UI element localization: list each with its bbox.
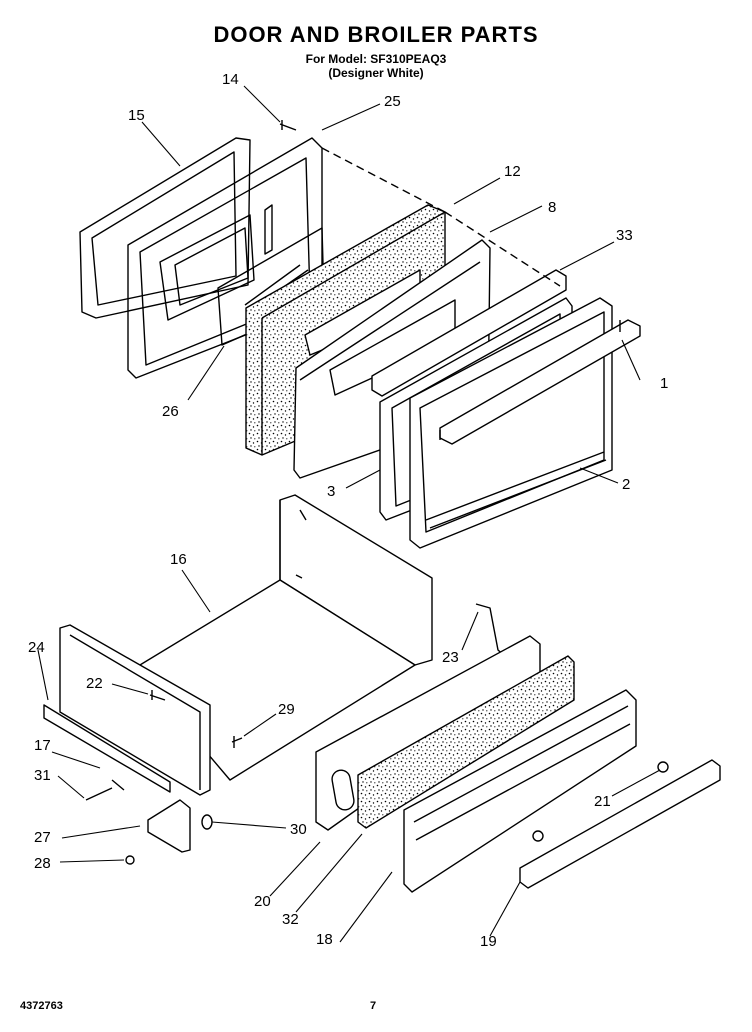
part-33-strip bbox=[371, 269, 567, 397]
callout-17: 17 bbox=[34, 737, 51, 754]
part-14-screw bbox=[279, 120, 297, 131]
callout-8: 8 bbox=[548, 199, 556, 216]
callout-12: 12 bbox=[504, 163, 521, 180]
part-21-bumper-b bbox=[532, 830, 544, 842]
part-31-screw bbox=[85, 779, 125, 801]
leader-16 bbox=[181, 569, 211, 613]
leader-12 bbox=[453, 177, 501, 205]
leader-15 bbox=[141, 121, 181, 167]
leader-29 bbox=[243, 713, 277, 737]
part-17-rail bbox=[43, 704, 171, 793]
leader-17 bbox=[51, 751, 101, 769]
model-line: For Model: SF310PEAQ3 bbox=[305, 52, 447, 66]
leader-1 bbox=[621, 339, 641, 381]
leader-18 bbox=[339, 871, 393, 943]
leader-23 bbox=[461, 611, 479, 651]
callout-20: 20 bbox=[254, 893, 271, 910]
leader-2 bbox=[579, 467, 619, 484]
callout-19: 19 bbox=[480, 933, 497, 950]
callout-31: 31 bbox=[34, 767, 51, 784]
callout-21: 21 bbox=[594, 793, 611, 810]
part-18-front-panel bbox=[403, 689, 637, 893]
callout-3: 3 bbox=[327, 483, 335, 500]
leader-33 bbox=[559, 241, 615, 271]
part-1-handle bbox=[439, 319, 641, 445]
leader-25 bbox=[321, 103, 381, 131]
callout-14: 14 bbox=[222, 71, 239, 88]
leader-31 bbox=[57, 775, 85, 799]
diagram-title: DOOR AND BROILER PARTS bbox=[213, 22, 539, 47]
part-22-screw bbox=[149, 690, 166, 701]
callout-25: 25 bbox=[384, 93, 401, 110]
leader-22 bbox=[111, 683, 149, 695]
page-number: 7 bbox=[370, 1000, 377, 1012]
part-30-spacer bbox=[201, 814, 213, 830]
leader-20 bbox=[269, 841, 321, 897]
part-15-gasket bbox=[79, 137, 251, 319]
callout-18: 18 bbox=[316, 931, 333, 948]
callout-26: 26 bbox=[162, 403, 179, 420]
callout-28: 28 bbox=[34, 855, 51, 872]
part-29-screw bbox=[231, 736, 243, 748]
part-21-bumper-a bbox=[657, 761, 669, 773]
leader-24 bbox=[37, 649, 49, 701]
callout-33: 33 bbox=[616, 227, 633, 244]
leader-26 bbox=[187, 345, 225, 401]
callout-16: 16 bbox=[170, 551, 187, 568]
part-32-insulation bbox=[357, 655, 575, 829]
leader-19 bbox=[489, 881, 521, 937]
leader-21 bbox=[611, 769, 661, 797]
callout-1: 1 bbox=[660, 375, 668, 392]
color-line: (Designer White) bbox=[328, 66, 424, 80]
leader-28 bbox=[59, 859, 125, 863]
callout-27: 27 bbox=[34, 829, 51, 846]
callout-23: 23 bbox=[442, 649, 459, 666]
callout-32: 32 bbox=[282, 911, 299, 928]
callout-29: 29 bbox=[278, 701, 295, 718]
leader-3 bbox=[345, 469, 381, 489]
callout-30: 30 bbox=[290, 821, 307, 838]
leader-14 bbox=[243, 85, 281, 123]
callout-15: 15 bbox=[128, 107, 145, 124]
callout-2: 2 bbox=[622, 476, 630, 493]
part-28-washer bbox=[125, 855, 135, 865]
leader-30 bbox=[211, 821, 287, 829]
document-id: 4372763 bbox=[20, 1000, 63, 1012]
callout-24: 24 bbox=[28, 639, 45, 656]
part-24-side-panel bbox=[59, 624, 211, 796]
leader-27 bbox=[61, 825, 141, 839]
leader-8 bbox=[489, 205, 543, 233]
leader-32 bbox=[295, 833, 363, 913]
part-27-bracket bbox=[147, 799, 191, 853]
callout-22: 22 bbox=[86, 675, 103, 692]
